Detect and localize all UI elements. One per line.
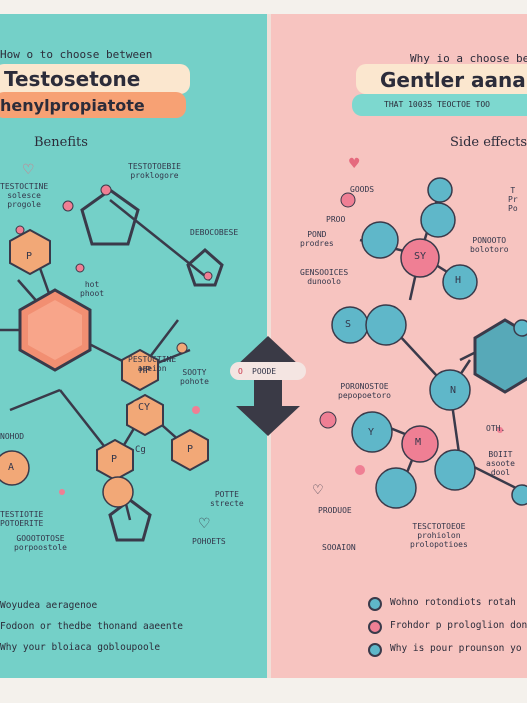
atom-n: N (450, 385, 457, 396)
atom-p1: P (26, 251, 33, 262)
label-right-h: BOIIT asoote dool (486, 450, 515, 477)
label-right-b: PROO (326, 215, 346, 224)
label-left-j: TESTIOTIE POTOERITE (0, 510, 44, 528)
label-left-f: SOOTY pohote (180, 368, 209, 386)
right-subtitle: THAT 10035 TEOCTOE TOO (384, 100, 490, 109)
label-left-e: PESTOCTINE aaeion (128, 355, 177, 373)
right-title-banner (356, 64, 527, 94)
label-right-c: POND prodres (300, 230, 334, 248)
pill-letter: O (238, 367, 243, 376)
right-bottom-line-3: Why is pour prounson yo (390, 643, 522, 654)
atom-a: A (8, 462, 15, 473)
label-right-i: PRODUOE (318, 506, 352, 515)
label-left-d: hot phoot (80, 280, 105, 298)
right-bottom-line-1: Wohno rotondiots rotah (390, 597, 516, 608)
atom-y: Y (368, 427, 375, 438)
label-left-g: NOHOD (0, 432, 25, 441)
left-bottom-line-1: Woyudea aeragenoe (0, 600, 98, 611)
left-bottom-line-2: Fodoon or thedbe thonand aaeente (0, 621, 184, 632)
svg-text:♡: ♡ (198, 516, 211, 532)
label-left-a: TESTOCTINE solesce progole (0, 182, 49, 209)
label-left-c: DEBOCOBESE (190, 228, 239, 237)
label-left-b: TESTOTOEBIE proklogore (128, 162, 181, 180)
left-subtitle: henylpropiatote (0, 96, 145, 115)
right-subtitle-banner (352, 94, 527, 116)
label-right-d: GENSOOICES dunoolo (300, 268, 349, 286)
svg-text:♥: ♥ (348, 156, 361, 172)
label-right-a: GOODS (350, 185, 375, 194)
left-subtitle-banner (0, 92, 186, 118)
svg-text:♡: ♡ (312, 483, 324, 498)
left-title-banner (0, 64, 190, 94)
left-top-caption: How o to choose between (0, 48, 153, 61)
svg-text:♡: ♡ (22, 162, 35, 178)
label-right-g: OTH. (486, 424, 506, 433)
right-title: Gentler aanale (380, 68, 527, 92)
benefits-heading: Benefits (34, 135, 88, 150)
right-top-caption: Why io a choose betw (410, 52, 527, 65)
atom-cg: Cg (135, 445, 146, 455)
right-bottom-line-2: Frohdor p prologlion dong (390, 620, 527, 631)
atom-p2: P (111, 454, 118, 465)
atom-m: M (415, 437, 422, 448)
label-right-j: TESCTOTOEOE prohiolon prolopotioes (410, 522, 468, 549)
label-right-k: SOOAION (322, 543, 356, 552)
atom-cy: CY (138, 402, 151, 413)
atom-p3: P (187, 444, 194, 455)
atom-h: H (455, 275, 462, 286)
label-left-l: POHOETS (192, 537, 226, 546)
label-left-k: GOOOTOTOSE porpoostole (14, 534, 67, 552)
atom-sy: SY (414, 251, 427, 262)
label-right-l: T Pr Po (508, 186, 518, 213)
label-right-f: PORONOSTOE pepopoetoro (338, 382, 391, 400)
atom-s: S (345, 319, 352, 330)
label-right-e: PONOOTO bolotoro (470, 236, 509, 254)
pill-label: POODE (252, 367, 277, 376)
atom-hp: HP (139, 365, 152, 376)
left-title: Testosetone (4, 67, 141, 91)
side-effects-heading: Side effects (450, 135, 527, 150)
label-left-i: POTTE strecte (210, 490, 244, 508)
left-bottom-line-3: Why your bloiaca gobloupoole (0, 642, 161, 653)
